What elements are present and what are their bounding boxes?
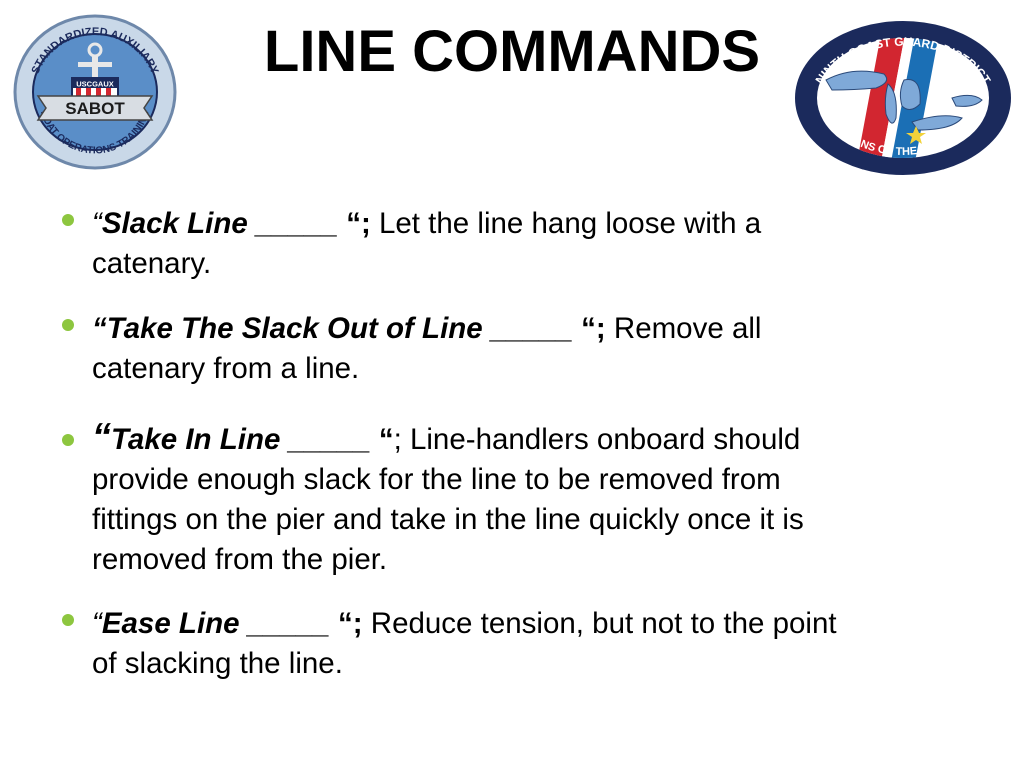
command-description-cont: of slacking the line. — [92, 647, 343, 680]
page-title: LINE COMMANDS — [263, 19, 761, 84]
command-description-cont: provide enough slack for the line to be … — [92, 463, 781, 496]
sabot-logo: STANDARDIZED AUXILIARY BOAT OPERATIONS T… — [13, 14, 177, 170]
close-quote: “ — [370, 423, 394, 456]
ninth-district-logo: NINTH COAST GUARD DISTRICT GUARDIANS OF … — [795, 21, 1011, 175]
open-quote: “ — [92, 607, 102, 640]
bullet-dot-icon — [62, 214, 74, 226]
bullet-take-in-line: “Take In Line _____ “; Line-handlers onb… — [62, 418, 992, 580]
bullet-take-slack-out: “Take The Slack Out of Line _____ “; Rem… — [62, 309, 992, 389]
bullet-slack-line: “Slack Line _____ “; Let the line hang l… — [62, 204, 992, 284]
command-description-cont: catenary from a line. — [92, 352, 360, 385]
bullet-dot-icon — [62, 614, 74, 626]
command-term: Take The Slack Out of Line _____ — [106, 312, 573, 345]
left-logo-tag: USCGAUX — [76, 80, 114, 89]
command-description: ; Line-handlers onboard should — [393, 423, 801, 456]
command-description: Remove all — [605, 312, 762, 345]
bullet-dot-icon — [62, 319, 74, 331]
open-quote: “ — [92, 312, 107, 345]
command-description: Reduce tension, but not to the point — [362, 607, 837, 640]
close-quote: “; — [572, 312, 606, 345]
bullet-ease-line: “Ease Line _____ “; Reduce tension, but … — [62, 604, 992, 684]
bullet-dot-icon — [62, 434, 74, 446]
open-quote: “ — [92, 416, 111, 458]
command-term: Ease Line _____ — [101, 607, 330, 640]
command-description-cont: catenary. — [92, 247, 212, 280]
command-description: Let the line hang loose with a — [370, 207, 762, 240]
command-term: Take In Line _____ — [111, 423, 371, 456]
command-term: Slack Line _____ — [101, 207, 338, 240]
close-quote: “; — [338, 207, 371, 240]
close-quote: “; — [329, 607, 363, 640]
command-description-cont: fittings on the pier and take in the lin… — [92, 503, 804, 536]
command-description-cont: removed from the pier. — [92, 543, 388, 576]
left-logo-banner: SABOT — [65, 99, 125, 118]
open-quote: “ — [92, 207, 102, 240]
